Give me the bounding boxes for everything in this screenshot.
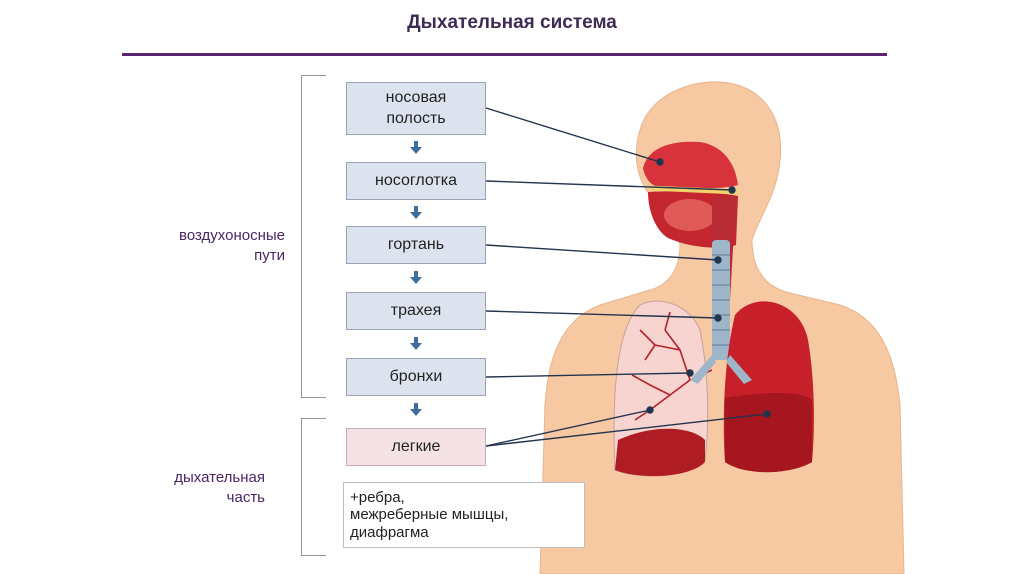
airways-label-line1: воздухоносные	[179, 227, 285, 244]
nasal-cavity-line2: полость	[386, 109, 446, 127]
nasal-cavity-box: носовая полость	[346, 82, 486, 135]
bronchi-box: бронхи	[346, 358, 486, 396]
respiratory-bracket	[301, 418, 326, 556]
larynx-box: гортань	[346, 226, 486, 264]
nasal-cavity-line1: носовая	[385, 88, 447, 106]
title-divider	[122, 53, 887, 56]
bronchi-shape	[690, 355, 752, 384]
airways-label-line2: пути	[254, 247, 285, 265]
lungs-box: легкие	[346, 428, 486, 466]
trachea-box: трахея	[346, 292, 486, 330]
respiratory-label-line2: часть	[226, 489, 265, 507]
nasal-cavity-shape	[643, 141, 738, 189]
note-line1: +ребра,	[350, 489, 405, 507]
note-line2: межреберные мышцы,	[350, 506, 509, 524]
airways-label: воздухоносные пути	[120, 226, 285, 267]
respiratory-label: дыхательная часть	[120, 468, 265, 509]
nasopharynx-box: носоглотка	[346, 162, 486, 200]
note-line3: диафрагма	[350, 523, 429, 541]
page-title: Дыхательная система	[407, 12, 617, 33]
respiratory-muscles-note: +ребра, межреберные мышцы, диафрагма	[343, 482, 585, 548]
respiratory-label-line1: дыхательная	[174, 469, 265, 486]
airways-bracket	[301, 75, 326, 398]
